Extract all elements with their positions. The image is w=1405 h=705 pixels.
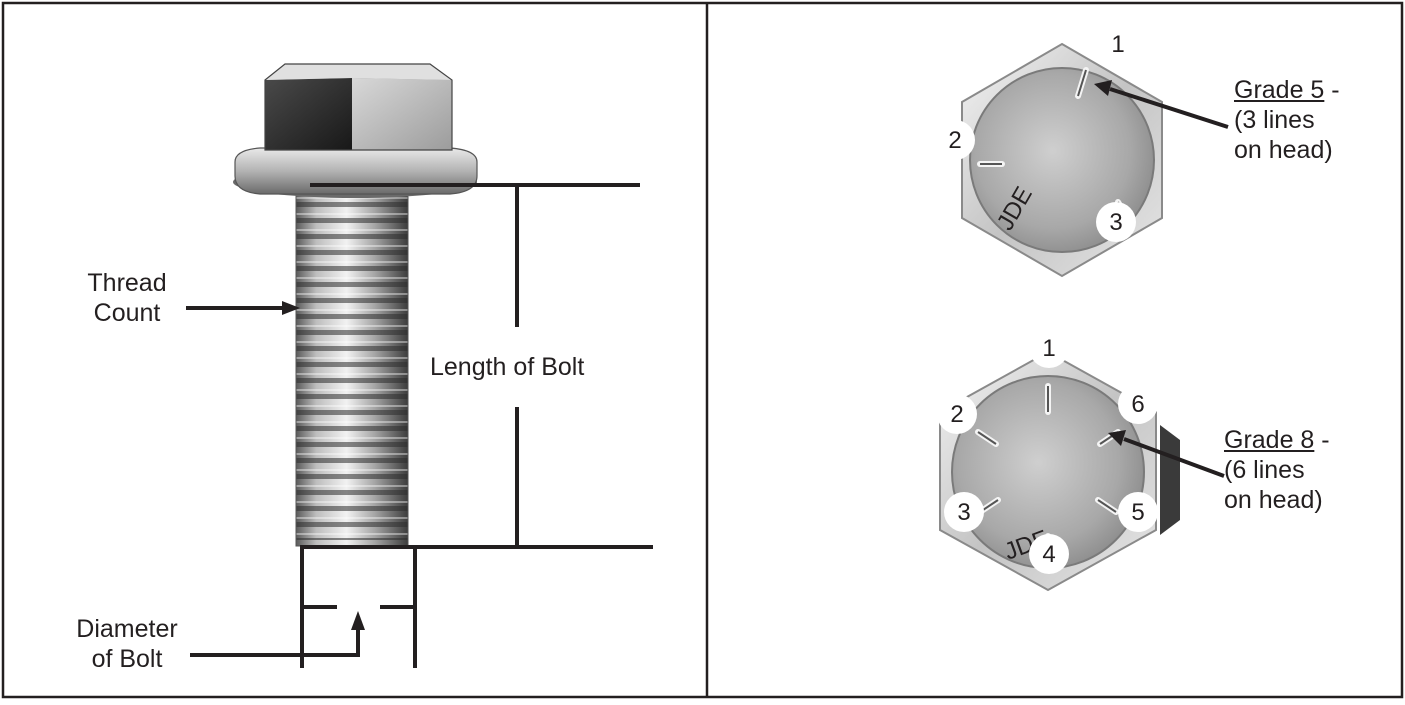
grade8-marker-6 <box>1118 384 1158 424</box>
diameter-arrowhead <box>351 611 365 630</box>
grade5-marker-1 <box>1098 24 1138 64</box>
grade5-markers: 1 2 3 <box>935 24 1138 242</box>
flange-bolt-image <box>233 63 478 547</box>
svg-text:5: 5 <box>1131 499 1144 526</box>
length-of-bolt-label: Length of Bolt <box>430 352 585 382</box>
grade5-marker-2 <box>935 120 975 160</box>
bolt-flange <box>234 147 478 195</box>
svg-text:1: 1 <box>1042 335 1055 362</box>
grade5-bolt-head-image <box>961 42 1163 278</box>
grade8-markers: 1 2 3 4 5 6 <box>937 328 1158 574</box>
length-dimension <box>300 183 653 549</box>
diameter-of-bolt-label: Diameter of Bolt <box>76 615 178 673</box>
thread-count-label: Thread Count <box>87 269 167 327</box>
thread-count-arrowhead <box>282 301 300 315</box>
grade5-arrow <box>1109 87 1229 129</box>
svg-text:6: 6 <box>1131 391 1144 418</box>
diameter-dimension <box>190 547 417 668</box>
grade5-arrowhead <box>1094 80 1112 96</box>
svg-text:4: 4 <box>1042 541 1055 568</box>
grade8-marker-2 <box>937 394 977 434</box>
grade8-bolt-head-image <box>939 350 1180 592</box>
grade8-arrowhead <box>1108 430 1126 446</box>
grade8-desc-line1: (6 lines <box>1224 456 1305 484</box>
grade8-title: Grade 8 <box>1224 426 1315 454</box>
grade5-desc-line1: (3 lines <box>1234 106 1315 134</box>
grade8-label: Grade 8 - (6 lines on head) <box>1224 426 1330 514</box>
grade5-desc-line2: on head) <box>1234 136 1333 164</box>
svg-text:3: 3 <box>1109 209 1122 236</box>
svg-text:3: 3 <box>957 499 970 526</box>
grade8-marker-1 <box>1029 328 1069 368</box>
grade8-marker-5 <box>1118 492 1158 532</box>
grade8-marker-3 <box>944 492 984 532</box>
grade8-marker-4 <box>1029 534 1069 574</box>
grade5-title: Grade 5 <box>1234 76 1325 104</box>
svg-text:2: 2 <box>948 127 961 154</box>
grade5-marker-3 <box>1096 202 1136 242</box>
grade8-desc-line2: on head) <box>1224 486 1323 514</box>
svg-text:1: 1 <box>1111 31 1124 58</box>
grade8-arrow <box>1123 437 1225 478</box>
bolt-threads <box>296 190 408 540</box>
grade5-label: Grade 5 - (3 lines on head) <box>1234 76 1340 164</box>
svg-text:2: 2 <box>950 401 963 428</box>
